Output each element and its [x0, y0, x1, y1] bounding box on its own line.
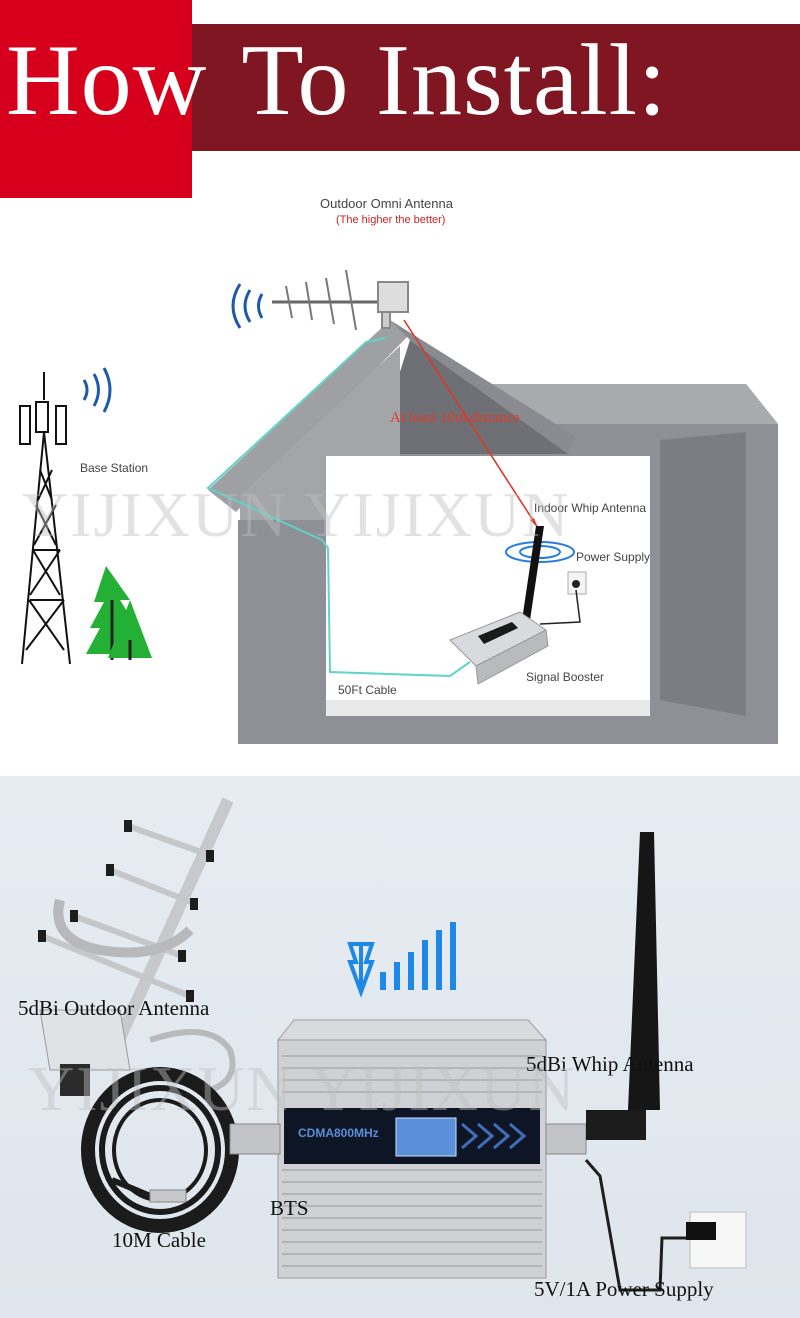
cable-label: 50Ft Cable — [338, 683, 397, 697]
signal-strength-icon — [347, 922, 456, 998]
device-display-label: CDMA800MHz — [298, 1126, 379, 1140]
outdoor-antenna-label: Outdoor Omni Antenna — [320, 196, 453, 211]
base-station-signal-icon — [82, 367, 112, 413]
cable-path — [206, 337, 471, 678]
whip-antenna-product-label: 5dBi Whip Antenna — [526, 1052, 694, 1076]
page-title: How To Install: — [6, 26, 667, 136]
installation-diagram — [19, 269, 778, 744]
header-dark-block — [192, 24, 800, 151]
distance-label: At least 10m distance — [390, 410, 520, 426]
power-supply-label: Power Supply — [576, 550, 651, 564]
diagram-watermark: YIJIXUN YIJIXUN — [22, 479, 571, 550]
header-red-block — [0, 0, 192, 198]
page-title-word1: How — [6, 24, 208, 137]
bts-label: BTS — [270, 1196, 309, 1220]
signal-booster-small-icon — [449, 611, 549, 685]
indoor-antenna-icon — [505, 526, 575, 620]
distance-arrow — [403, 319, 539, 529]
outdoor-antenna-note: (The higher the better) — [336, 214, 446, 226]
product-watermark: YIJIXUN YIJIXUN — [28, 1053, 577, 1124]
header-banner: How To Install: — [0, 0, 800, 198]
power-adapter-icon — [584, 1159, 747, 1292]
house-illustration — [208, 320, 778, 744]
trees-icon — [86, 566, 152, 660]
signal-booster-device — [229, 1019, 587, 1279]
whip-antenna-product-icon — [586, 832, 660, 1140]
outdoor-signal-icon — [231, 283, 264, 329]
power-socket-icon — [539, 571, 587, 625]
outdoor-antenna-product-label: 5dBi Outdoor Antenna — [18, 996, 210, 1020]
power-supply-product-label: 5V/1A Power Supply — [534, 1277, 714, 1301]
yagi-antenna-product-icon — [38, 797, 236, 1096]
page-title-word2: To Install: — [241, 24, 668, 137]
outdoor-antenna-icon — [272, 269, 409, 331]
signal-booster-label: Signal Booster — [526, 670, 605, 684]
indoor-antenna-label: Indoor Whip Antenna — [534, 501, 647, 515]
cable-product-label: 10M Cable — [112, 1228, 206, 1252]
base-station-label: Base Station — [80, 461, 149, 475]
base-station-icon — [19, 372, 71, 665]
